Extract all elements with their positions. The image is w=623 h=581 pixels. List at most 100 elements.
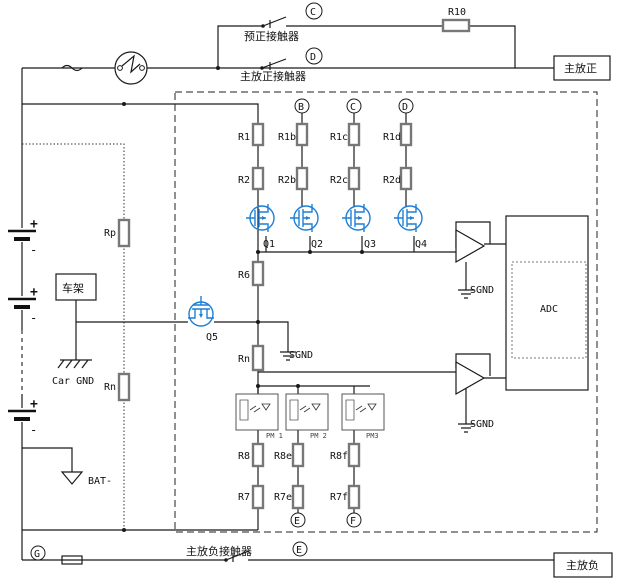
resistor-r10 [441, 18, 471, 33]
main-pos-contactor-switch [260, 58, 287, 70]
resistor-r1d [399, 122, 413, 147]
label-r1: R1 [238, 132, 250, 143]
mosfet-q3 [342, 204, 371, 232]
sgnd-label-1: SGND [470, 285, 494, 296]
node-d: D [398, 98, 414, 114]
pre-contactor-label: 预正接触器 [244, 29, 299, 43]
car-gnd-label: Car GND [52, 376, 94, 387]
node-e-label: E [294, 516, 300, 527]
frame-label: 车架 [62, 281, 84, 295]
wiring [21, 25, 555, 561]
bat-minus-ground-icon: BAT- [60, 471, 112, 487]
terminal-main-neg: 主放负 [553, 552, 613, 578]
node-d-label: D [402, 102, 408, 113]
bat-minus-label: BAT- [88, 476, 112, 487]
label-r2c: R2c [330, 175, 348, 186]
mosfet-q4 [394, 204, 423, 232]
transistor-labels: Q1 Q2 Q3 Q4 Q5 [206, 239, 427, 343]
fuse-g [61, 555, 88, 565]
resistor-rn-mid [251, 344, 265, 372]
node-c-label: C [350, 102, 356, 113]
node-e: E [290, 512, 306, 528]
node-c-top: C [305, 2, 323, 20]
label-rn-mid: Rn [238, 354, 250, 365]
sgnd-icon-1: SGND [458, 285, 494, 299]
resistor-rp [117, 218, 131, 248]
node-circles: C D B C D E F E [30, 2, 414, 561]
resistors [117, 18, 471, 510]
battery-cell-1: + - [6, 217, 38, 257]
node-d-top-label: D [310, 52, 316, 63]
terminal-main-neg-label: 主放负 [566, 558, 599, 572]
label-pm1: PM 1 [266, 432, 283, 440]
label-q5: Q5 [206, 332, 218, 343]
label-pm3: PM3 [366, 432, 379, 440]
mosfet-q5 [188, 296, 214, 327]
resistor-r1 [251, 122, 265, 147]
label-r6: R6 [238, 270, 250, 281]
label-r2b: R2b [278, 175, 296, 186]
vehicle-frame: 车架 [55, 273, 97, 301]
label-r2d: R2d [383, 175, 401, 186]
sgnd-label-2: SGND [289, 350, 313, 361]
node-e-bottom-label: E [296, 545, 302, 556]
label-r8: R8 [238, 451, 250, 462]
node-g-label: G [34, 549, 40, 560]
photomos-pm2: PM 2 [285, 393, 329, 440]
resistor-r8e [291, 442, 305, 468]
label-r1d: R1d [383, 132, 401, 143]
label-r1b: R1b [278, 132, 296, 143]
resistor-labels: R10 R1 R2 R1b R2b R1c R2c R1d R2d Rp Rn … [104, 7, 466, 503]
label-r7: R7 [238, 492, 250, 503]
mosfet-q1 [246, 204, 275, 232]
fuse-main [61, 64, 83, 72]
label-q3: Q3 [364, 239, 376, 250]
sgnd-icon-3: SGND [458, 419, 494, 433]
photomos-pm1: PM 1 [235, 393, 283, 440]
opamp-lower [455, 360, 486, 396]
label-r7f: R7f [330, 492, 348, 503]
car-gnd-icon: Car GND [52, 359, 94, 387]
resistor-r2d [399, 166, 413, 191]
resistor-r7 [251, 484, 265, 510]
node-g: G [30, 545, 46, 561]
thermal-breaker-icon [114, 51, 148, 85]
resistor-r6 [251, 260, 265, 287]
node-c-top-label: C [310, 7, 316, 18]
resistor-r2c [347, 166, 361, 191]
node-d-top: D [305, 47, 323, 65]
photomos-pm3: PM3 [341, 393, 385, 440]
battery-2-plus: + [30, 285, 38, 300]
sgnd-label-3: SGND [470, 419, 494, 430]
node-b-label: B [298, 102, 304, 113]
battery-cell-2: + - [6, 285, 38, 325]
battery-2-minus: - [30, 311, 37, 325]
resistor-r7f [347, 484, 361, 510]
sgnd-icon-2: SGND [280, 350, 313, 361]
resistor-r2b [295, 166, 309, 191]
label-rp: Rp [104, 228, 116, 239]
label-q2: Q2 [311, 239, 323, 250]
junction-dots [122, 102, 364, 532]
node-f-label: F [350, 516, 356, 527]
battery-3-minus: - [30, 423, 37, 437]
node-b: B [294, 98, 310, 114]
label-r8f: R8f [330, 451, 348, 462]
label-rn-left: Rn [104, 382, 116, 393]
node-e-bottom: E [292, 541, 308, 557]
resistor-r7e [291, 484, 305, 510]
mosfet-q2 [290, 204, 319, 232]
pre-contactor-switch [261, 16, 287, 28]
battery-1-plus: + [30, 217, 38, 232]
adc-block: ADC [505, 215, 589, 391]
battery-cell-3: + - [6, 397, 38, 437]
node-f: F [346, 512, 362, 528]
resistor-r1b [295, 122, 309, 147]
battery-1-minus: - [30, 243, 37, 257]
label-pm2: PM 2 [310, 432, 327, 440]
battery-3-plus: + [30, 397, 38, 412]
label-r8e: R8e [274, 451, 292, 462]
label-r7e: R7e [274, 492, 292, 503]
terminal-main-pos-label: 主放正 [564, 61, 597, 75]
